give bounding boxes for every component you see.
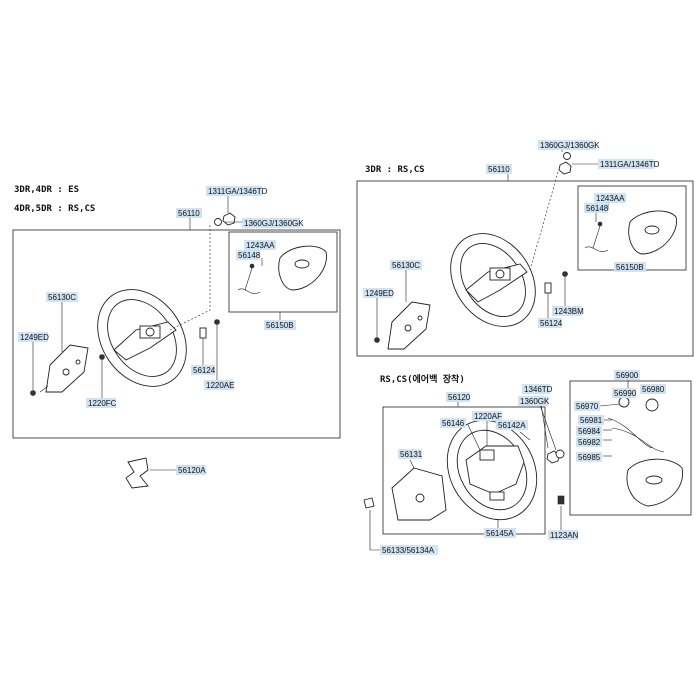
label-1220ae: 1220AE <box>206 381 234 390</box>
nut-1311ga-right <box>558 161 572 175</box>
label-56981: 56981 <box>580 416 603 425</box>
inflator-56990 <box>618 396 630 408</box>
left-assembly-frame <box>12 229 341 439</box>
header-airbag-models: RS,CS(에어백 장착) <box>380 373 465 385</box>
airbag-module-frame <box>569 380 692 516</box>
screw-1220fc <box>99 354 105 360</box>
label-56133-56134a: 56133/56134A <box>382 546 435 555</box>
label-1243aa-right: 1243AA <box>596 194 625 203</box>
left-steering-wheel <box>97 289 187 387</box>
label-56130c-left: 56130C <box>48 293 76 302</box>
washer-1360gk <box>555 449 565 459</box>
label-56984: 56984 <box>578 427 601 436</box>
label-56110-right: 56110 <box>488 165 510 174</box>
left-horn-pad <box>237 245 327 294</box>
label-1220af: 1220AF <box>474 412 502 421</box>
label-1346td: 1346TD <box>524 385 553 394</box>
right-column-cover <box>387 301 431 350</box>
header-left-models-es: 3DR,4DR : ES <box>14 185 79 195</box>
label-56980: 56980 <box>642 385 665 394</box>
left-column-cover <box>45 344 89 393</box>
header-left-models-rs-cs: 4DR,5DR : RS,CS <box>14 204 95 214</box>
label-1220fc: 1220FC <box>88 399 117 408</box>
label-56970: 56970 <box>576 402 599 411</box>
label-1243bm: 1243BM <box>554 307 584 316</box>
label-1249ed-left: 1249ED <box>20 333 49 342</box>
label-56900: 56900 <box>616 371 639 380</box>
label-56146: 56146 <box>442 419 465 428</box>
label-1249ed-right: 1249ED <box>365 289 394 298</box>
airbag-steering-wheel <box>446 419 538 521</box>
washer-1360gj-right <box>563 152 571 160</box>
bracket-56124-right <box>544 282 552 294</box>
label-1311ga-1346td-right: 1311GA/1346TD <box>600 160 660 169</box>
label-1311ga-1346td-left: 1311GA/1346TD <box>208 187 268 196</box>
steering-wheel-hub-56120a: 56120A <box>125 457 206 489</box>
cap-56980 <box>645 398 659 412</box>
airbag-steering-wheel-assembly: 56120 1346TD 1360GK 1220AF 56146 56142A … <box>363 370 692 555</box>
header-right-models-rs-cs: 3DR : RS,CS <box>365 165 425 175</box>
label-56145a: 56145A <box>486 529 514 538</box>
label-56150b-right: 56150B <box>616 263 644 272</box>
label-1360gj-1360gk-left: 1360GJ/1360GK <box>244 219 304 228</box>
label-1360gj-1360gk-right: 1360GJ/1360GK <box>540 141 600 150</box>
screw-1249ed-right <box>374 337 380 343</box>
label-56990: 56990 <box>614 389 637 398</box>
label-56124-left: 56124 <box>193 366 216 375</box>
label-56130c-right: 56130C <box>392 261 420 270</box>
label-56142a: 56142A <box>498 421 526 430</box>
label-56982: 56982 <box>578 438 601 447</box>
label-1243aa-left: 1243AA <box>246 241 275 250</box>
label-56120a: 56120A <box>178 466 206 475</box>
label-56148-left: 56148 <box>238 251 261 260</box>
left-steering-wheel-assembly: 1311GA/1346TD 1360GJ/1360GK 56110 1243AA… <box>12 186 341 439</box>
clip-56133 <box>363 497 375 509</box>
screw-1123an <box>557 495 565 505</box>
right-horn-pad <box>584 210 677 255</box>
label-56124-right: 56124 <box>540 319 563 328</box>
right-steering-wheel-assembly: 1360GJ/1360GK 1311GA/1346TD 56110 1243AA… <box>356 140 694 357</box>
label-56985: 56985 <box>578 453 601 462</box>
bracket-56124-left <box>199 327 207 339</box>
right-assembly-frame <box>356 180 694 357</box>
left-horn-pad-box <box>228 231 338 313</box>
airbag-module <box>607 396 684 507</box>
screw-1243bm <box>562 271 568 277</box>
label-56150b-left: 56150B <box>266 321 294 330</box>
screw-1220ae <box>214 319 220 325</box>
label-1360gk: 1360GK <box>520 397 550 406</box>
label-56148-right: 56148 <box>586 204 609 213</box>
airbag-wheel-frame <box>382 406 546 535</box>
right-steering-wheel <box>450 233 536 327</box>
label-56120: 56120 <box>448 393 471 402</box>
washer-1360gj-left <box>214 218 222 226</box>
label-1123an: 1123AN <box>550 531 579 540</box>
nut-1311ga-left <box>222 212 236 226</box>
label-56110-left: 56110 <box>178 209 200 218</box>
screw-1249ed-left <box>30 390 36 396</box>
airbag-column-cover <box>391 467 447 521</box>
label-56131: 56131 <box>400 450 423 459</box>
